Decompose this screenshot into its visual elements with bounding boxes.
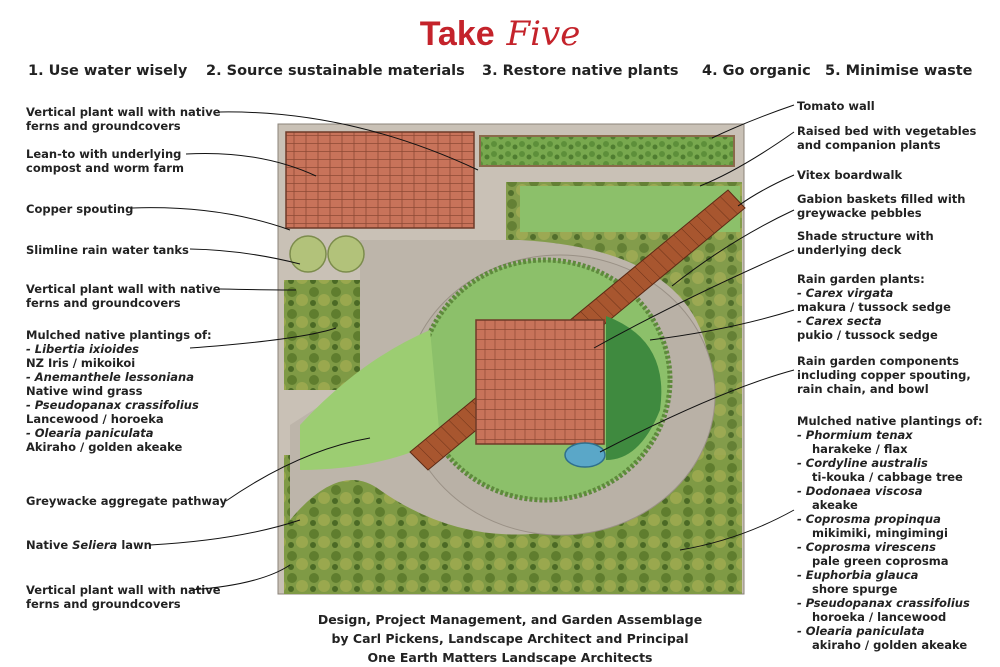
label-vertical-wall-top: Vertical plant wall with native ferns an… [26,105,221,133]
leader-line [189,248,301,265]
label-pathway: Greywacke aggregate pathway [26,494,227,508]
principle-1: 1. Use water wisely [28,63,188,79]
plant-common: ti-kouka / cabbage tree [812,470,963,484]
plant-latin: - Anemanthele lessoniana [26,370,194,384]
label-shade: Shade structure with underlying deck [797,229,934,257]
plant-common: harakeke / flax [812,442,908,456]
plant-latin: - Pseudopanax crassifolius [797,596,970,610]
label-text: Native [26,538,73,552]
plant-common: pale green coprosma [812,554,949,568]
plant-common: akeake [812,498,858,512]
label-italic: Seliera [72,538,118,552]
credit-block: Design, Project Management, and Garden A… [280,610,740,667]
plant-common: shore spurge [812,582,898,596]
leader-line [185,153,317,177]
plant-latin: - Pseudopanax crassifolius [26,398,199,412]
credit-line: by Carl Pickens, Landscape Architect and… [331,631,689,646]
label-line: Gabion baskets filled with [797,192,966,206]
label-lean-to: Lean-to with underlying compost and worm… [26,147,184,175]
label-text: lawn [117,538,152,552]
leader-line [219,111,479,171]
label-raised-bed: Raised bed with vegetables and companion… [797,124,976,152]
leader-line [593,249,795,349]
leader-line [737,174,795,207]
plant-latin: - Coprosma virescens [797,540,936,554]
label-line: Vertical plant wall with native [26,105,221,119]
label-line: ferns and groundcovers [26,597,181,611]
label-line: ferns and groundcovers [26,119,181,133]
label-line: ferns and groundcovers [26,296,181,310]
label-line: Vertical plant wall with native [26,282,221,296]
plant-latin: - Libertia ixioides [26,342,139,356]
label-rain-components: Rain garden components including copper … [797,354,971,396]
leader-line [671,209,795,287]
credit-line: One Earth Matters Landscape Architects [367,650,653,665]
principle-4: 4. Go organic [702,63,811,79]
leader-line [149,519,301,546]
plant-latin: - Olearia paniculata [797,624,925,638]
leader-line [189,564,291,591]
plant-latin: - Carex virgata [797,286,894,300]
leader-line [131,207,291,231]
title-part-five: Five [506,14,581,54]
plant-latin: - Olearia paniculata [26,426,154,440]
plant-common: Akiraho / golden akeake [26,440,183,454]
label-line: and companion plants [797,138,941,152]
label-copper-spouting: Copper spouting [26,202,134,216]
label-line: greywacke pebbles [797,206,922,220]
leader-line [189,327,337,349]
label-gabion: Gabion baskets filled with greywacke peb… [797,192,965,220]
leader-line [699,131,795,187]
leader-line [599,369,795,453]
label-heading: Mulched native plantings of: [797,414,983,428]
label-line: Lean-to with underlying [26,147,182,161]
plant-common: akiraho / golden akeake [812,638,968,652]
plant-common: NZ Iris / mikoikoi [26,356,136,370]
plant-common: pukio / tussock sedge [797,328,938,342]
plant-common: Native wind grass [26,384,143,398]
label-line: Vertical plant wall with native [26,583,221,597]
title-part-take: Take [419,15,495,53]
leader-line [679,509,795,551]
label-heading: Mulched native plantings of: [26,328,212,342]
label-boardwalk: Vitex boardwalk [797,168,903,182]
principle-3: 3. Restore native plants [482,63,679,79]
leader-line [711,104,795,139]
plant-latin: - Coprosma propinqua [797,512,941,526]
label-line: underlying deck [797,243,902,257]
label-line: rain chain, and bowl [797,382,929,396]
plant-common: makura / tussock sedge [797,300,951,314]
label-heading: Rain garden plants: [797,272,925,286]
plant-latin: - Phormium tenax [797,428,913,442]
page-title: Take Five [0,14,1000,54]
credit-line: Design, Project Management, and Garden A… [317,612,703,627]
plant-common: horoeka / lancewood [812,610,947,624]
leader-line [219,288,297,291]
leader-line [649,309,795,341]
label-vertical-wall-bottom: Vertical plant wall with native ferns an… [26,583,221,611]
principle-2: 2. Source sustainable materials [206,63,465,79]
plant-latin: - Dodonaea viscosa [797,484,923,498]
leader-line [225,437,371,502]
plant-common: Lancewood / horoeka [26,412,164,426]
label-line: Rain garden components [797,354,959,368]
label-mulched-right: Mulched native plantings of: - Phormium … [797,414,983,652]
plant-latin: - Euphorbia glauca [797,568,919,582]
label-tomato-wall: Tomato wall [797,99,875,113]
principle-5: 5. Minimise waste [825,63,973,79]
label-line: Raised bed with vegetables [797,124,977,138]
plant-common: mikimiki, mingimingi [812,526,948,540]
label-rain-garden-plants: Rain garden plants: - Carex virgata maku… [797,272,951,342]
label-line: compost and worm farm [26,161,184,175]
plant-latin: - Cordyline australis [797,456,928,470]
label-lawn: Native Seliera lawn [26,538,152,552]
label-line: Shade structure with [797,229,934,243]
plant-latin: - Carex secta [797,314,882,328]
label-mulched-left: Mulched native plantings of: - Libertia … [26,328,212,454]
label-vertical-wall-mid: Vertical plant wall with native ferns an… [26,282,221,310]
label-line: including copper spouting, [797,368,971,382]
label-rain-tanks: Slimline rain water tanks [26,243,189,257]
